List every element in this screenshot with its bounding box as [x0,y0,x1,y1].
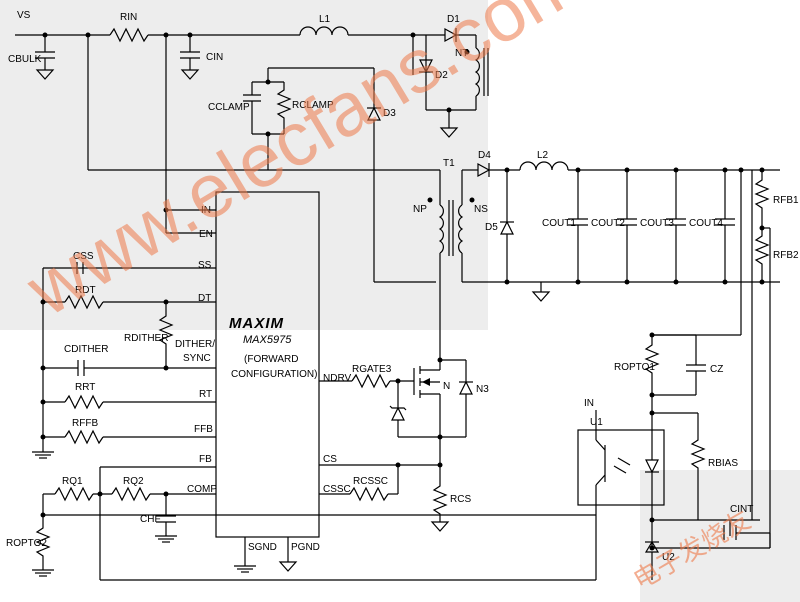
pin-rt: RT [199,389,212,400]
label-cin: CIN [206,52,223,63]
pin-dt: DT [198,293,211,304]
label-cz: CZ [710,364,723,375]
label-u2: U2 [662,552,675,563]
label-l1: L1 [319,14,331,25]
label-css: CSS [73,251,94,262]
label-ropto1: ROPTO1 [614,362,655,373]
pin-comp: COMP [187,484,217,495]
pin-cssc: CSSC [323,484,351,495]
pin-sync: SYNC [183,353,211,364]
label-d2: D2 [435,70,448,81]
opto-section [100,332,771,581]
label-rq2: RQ2 [123,476,144,487]
pin-ffb: FFB [194,424,213,435]
component-labels: VS RIN CBULK CIN L1 D1 NT D2 CCLAMP RCLA… [6,10,799,563]
label-cdither: CDITHER [64,344,108,355]
label-rfb1: RFB1 [773,195,799,206]
label-rffb: RFFB [72,418,98,429]
label-cout3: COUT3 [640,218,674,229]
label-rgate3: RGATE3 [352,364,392,375]
label-d1: D1 [447,14,460,25]
label-ropto2: ROPTO2 [6,538,47,549]
pin-ss: SS [198,260,212,271]
label-n3: N3 [476,384,489,395]
label-vs: VS [17,10,31,21]
label-rfb2: RFB2 [773,250,799,261]
label-l2: L2 [537,150,549,161]
label-d5: D5 [485,222,498,233]
ic-config-line2: CONFIGURATION) [231,369,317,380]
label-rclamp: RCLAMP [292,100,334,111]
label-u1-in: IN [584,398,594,409]
compensation-network [32,466,596,580]
label-chf: CHF [140,514,161,525]
pin-en: EN [199,229,213,240]
shaded-region [0,0,488,330]
label-cclamp: CCLAMP [208,102,250,113]
label-rrt: RRT [75,382,95,393]
transformer-t1 [427,169,780,360]
label-t1: T1 [443,158,455,169]
label-rcs: RCS [450,494,471,505]
label-d3: D3 [383,108,396,119]
label-d4: D4 [478,150,491,161]
label-cout1: COUT1 [542,218,576,229]
label-cout4: COUT4 [689,218,723,229]
pin-pgnd: PGND [291,542,320,553]
timing-network [32,262,216,459]
shaded-region-corner [640,470,800,602]
input-section [15,26,489,283]
pin-in: IN [201,205,211,216]
cout-bank [568,167,765,285]
switch-section [319,357,473,532]
output-section [477,161,780,548]
label-rdither: RDITHER [124,333,168,344]
label-u1: U1 [590,417,603,428]
pin-cs: CS [323,454,337,465]
ic-part-number: MAX5975 [243,334,292,346]
label-rbias: RBIAS [708,458,738,469]
ic-max5975: MAXIM MAX5975 (FORWARD CONFIGURATION) IN… [175,191,351,573]
label-rq1: RQ1 [62,476,83,487]
label-rcssc: RCSSC [353,476,388,487]
label-np: NP [413,204,427,215]
pin-fb: FB [199,454,212,465]
label-cint: CINT [730,504,753,515]
label-rin: RIN [120,12,137,23]
label-rdt: RDT [75,285,96,296]
ic-config-line1: (FORWARD [244,354,298,365]
pin-sgnd: SGND [248,542,277,553]
pin-dither: DITHER/ [175,339,215,350]
maxim-logo: MAXIM [229,315,284,332]
label-cbulk: CBULK [8,54,42,65]
label-n: N [443,381,450,392]
label-cout2: COUT2 [591,218,625,229]
label-nt: NT [455,48,468,59]
label-ns: NS [474,204,488,215]
pin-ndrv: NDRV [323,373,351,384]
